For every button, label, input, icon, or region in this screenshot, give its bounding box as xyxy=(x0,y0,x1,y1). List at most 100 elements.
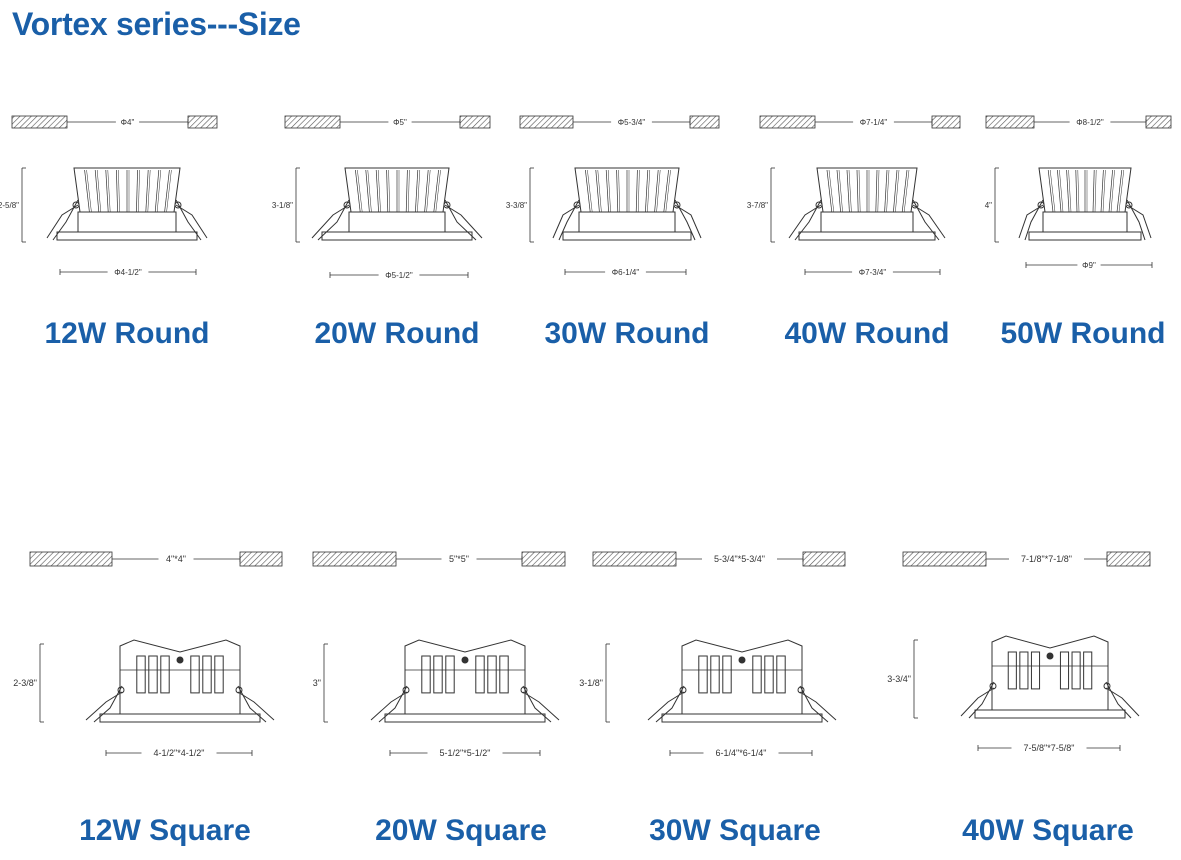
ceiling-block xyxy=(521,551,566,567)
clip-pivot xyxy=(989,682,997,690)
flange-dimension: 7-5/8"*7-5/8" xyxy=(1024,743,1075,753)
height-dimension: 3-3/4" xyxy=(887,674,911,684)
product-label: 50W Round xyxy=(1001,317,1166,350)
housing xyxy=(77,211,177,233)
square-fixture-1: 4"*4"2-3/8"4-1/2"*4-1/2"12W Square xyxy=(13,551,283,847)
housing xyxy=(119,639,241,715)
height-dimension: 3-7/8" xyxy=(747,201,768,210)
height-dimension: 3" xyxy=(313,678,321,688)
product-label: 20W Round xyxy=(315,317,480,350)
louvre xyxy=(752,655,762,694)
ceiling-block xyxy=(689,115,720,129)
housing xyxy=(578,211,676,233)
ceiling-block xyxy=(1106,551,1151,567)
flange-dimension: 6-1/4"*6-1/4" xyxy=(716,748,767,758)
clip-pivot xyxy=(443,201,451,209)
louvre xyxy=(1071,651,1081,690)
louvre xyxy=(1083,651,1093,690)
louvre xyxy=(136,655,146,694)
square-fixture-2: 5"*5"3"5-1/2"*5-1/2"20W Square xyxy=(312,551,566,847)
louvre xyxy=(445,655,455,694)
louvre xyxy=(1007,651,1017,690)
trim-flange xyxy=(321,231,473,241)
round-fixture-3: Φ5-3/4"3-3/8"Φ6-1/4"30W Round xyxy=(506,115,720,350)
housing xyxy=(348,211,446,233)
louvre xyxy=(698,655,708,694)
clip-pivot xyxy=(235,686,243,694)
square-fixture-4: 7-1/8"*7-1/8"3-3/4"7-5/8"*7-5/8"40W Squa… xyxy=(887,551,1151,847)
trim-flange xyxy=(384,713,546,723)
trim-flange xyxy=(974,709,1126,719)
height-dimension: 3-3/8" xyxy=(506,201,527,210)
clip-pivot xyxy=(174,201,182,209)
trim-flange xyxy=(99,713,261,723)
louvre xyxy=(722,655,732,694)
product-label: 40W Round xyxy=(785,317,950,350)
louvre xyxy=(1030,651,1041,690)
cutout-dimension: Φ8-1/2" xyxy=(1076,118,1104,127)
louvre xyxy=(499,655,509,694)
ceiling-block xyxy=(312,551,397,567)
louvre xyxy=(487,655,497,694)
round-fixture-1: Φ4"2-5/8"Φ4-1/2"12W Round xyxy=(0,115,218,350)
trim-flange xyxy=(661,713,823,723)
flange-dimension: 4-1/2"*4-1/2" xyxy=(154,748,205,758)
height-dimension: 4" xyxy=(985,201,992,210)
clip-pivot xyxy=(573,201,581,209)
ceiling-block xyxy=(592,551,677,567)
housing xyxy=(1042,211,1128,233)
ceiling-block xyxy=(239,551,283,567)
louvre xyxy=(421,655,431,694)
trim-flange xyxy=(56,231,198,241)
louvre xyxy=(160,655,170,694)
clip-pivot xyxy=(673,201,681,209)
square-fixture-3: 5-3/4"*5-3/4"3-1/8"6-1/4"*6-1/4"30W Squa… xyxy=(579,551,846,847)
round-fixture-5: Φ8-1/2"4"Φ9"50W Round xyxy=(985,115,1172,350)
housing xyxy=(681,639,803,715)
clip-pivot xyxy=(343,201,351,209)
ceiling-block xyxy=(1145,115,1172,129)
product-label: 12W Round xyxy=(45,317,210,350)
ceiling-block xyxy=(29,551,113,567)
clip-pivot xyxy=(520,686,528,694)
height-dimension: 3-1/8" xyxy=(272,201,293,210)
flange-dimension: 5-1/2"*5-1/2" xyxy=(440,748,491,758)
ceiling-block xyxy=(802,551,846,567)
louvre xyxy=(710,655,720,694)
clip-pivot xyxy=(679,686,687,694)
clip-pivot xyxy=(1125,201,1133,209)
housing xyxy=(991,635,1109,711)
center-screw xyxy=(176,656,184,664)
round-fixture-4: Φ7-1/4" 3-7/8" Φ7-3/4" 40W Round xyxy=(747,115,961,350)
clip-pivot xyxy=(911,201,919,209)
cutout-dimension: 5"*5" xyxy=(449,554,469,564)
flange-dimension: Φ5-1/2" xyxy=(385,271,413,280)
center-screw xyxy=(461,656,469,664)
louvre xyxy=(148,655,158,694)
ceiling-block xyxy=(519,115,574,129)
housing xyxy=(820,211,914,233)
louvre xyxy=(475,655,485,694)
ceiling-block xyxy=(459,115,491,129)
round-fixture-2: Φ5" 3-1/8" Φ5-1/2" 20W Round xyxy=(272,115,491,350)
cutout-dimension: Φ5" xyxy=(393,118,407,127)
center-screw xyxy=(738,656,746,664)
trim-flange xyxy=(562,231,692,241)
ceiling-block xyxy=(931,115,961,129)
cutout-dimension: Φ5-3/4" xyxy=(618,118,646,127)
flange-dimension: Φ6-1/4" xyxy=(612,268,640,277)
product-label: 30W Square xyxy=(649,814,821,847)
louvre xyxy=(202,655,212,694)
louvre xyxy=(190,655,200,694)
clip-pivot xyxy=(117,686,125,694)
height-dimension: 3-1/8" xyxy=(579,678,603,688)
flange-dimension: Φ7-3/4" xyxy=(859,268,887,277)
cutout-dimension: Φ7-1/4" xyxy=(860,118,888,127)
height-dimension: 2-3/8" xyxy=(13,678,37,688)
louvre xyxy=(1059,651,1070,690)
clip-pivot xyxy=(72,201,80,209)
trim-flange xyxy=(798,231,936,241)
flange-dimension: Φ4-1/2" xyxy=(114,268,142,277)
louvre xyxy=(764,655,774,694)
